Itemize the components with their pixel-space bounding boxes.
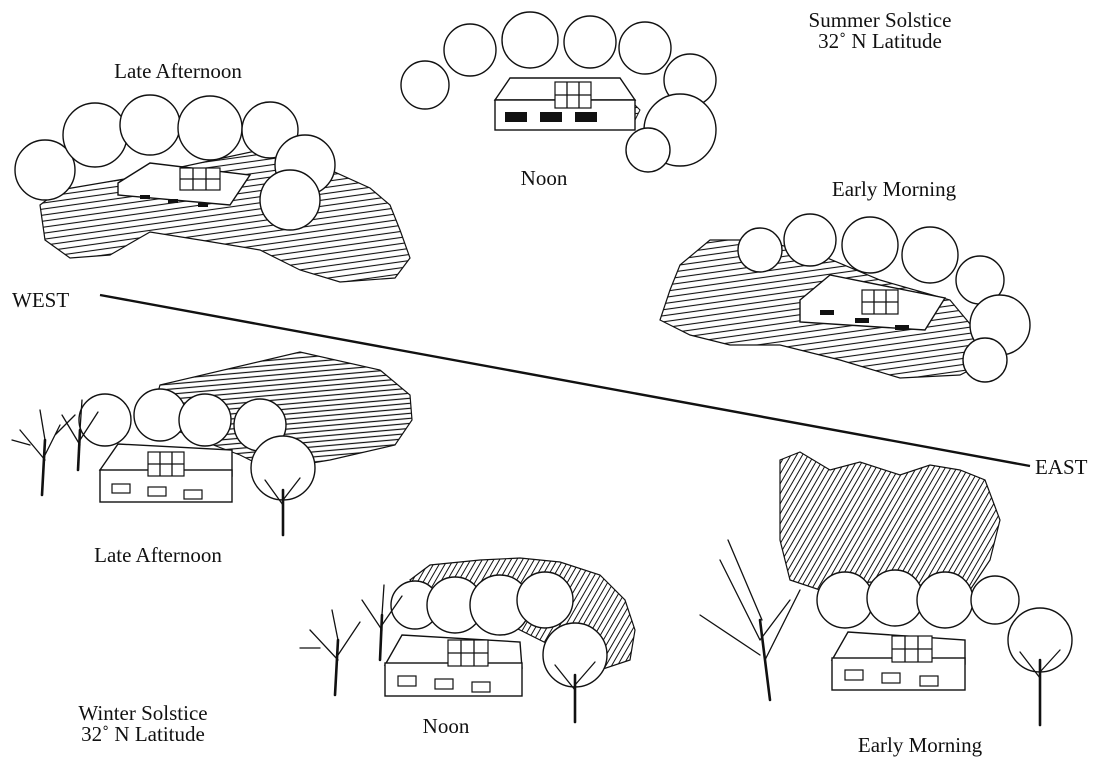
east-label: EAST [1035,455,1088,479]
tree-canopy [391,572,573,635]
summer-latitude-label: 32˚ N Latitude [818,29,942,53]
winter-late-afternoon-illustration [12,352,412,535]
bare-tree [700,540,800,700]
west-label: WEST [12,288,69,312]
house [495,78,635,130]
winter-latitude-label: 32˚ N Latitude [81,722,205,746]
bare-tree [300,610,360,695]
summer-early-morning-illustration [660,214,1030,382]
summer-noon-label: Noon [521,166,568,190]
house [100,444,232,502]
house [385,635,522,696]
house [800,275,945,330]
round-tree [543,623,607,722]
round-tree [1008,608,1072,725]
summer-noon-illustration [401,12,716,172]
winter-early-morning-illustration [700,452,1072,725]
shadow-area [40,150,410,282]
round-tree [251,436,315,535]
winter-noon-illustration [300,558,635,722]
summer-early-morning-label: Early Morning [832,177,957,201]
summer-late-afternoon-label: Late Afternoon [114,59,242,83]
summer-late-afternoon-illustration [15,95,410,282]
house [832,632,965,690]
winter-late-afternoon-label: Late Afternoon [94,543,222,567]
winter-noon-label: Noon [423,714,470,738]
winter-early-morning-label: Early Morning [858,733,983,757]
bare-tree [12,410,75,495]
shadow-area [780,452,1000,590]
